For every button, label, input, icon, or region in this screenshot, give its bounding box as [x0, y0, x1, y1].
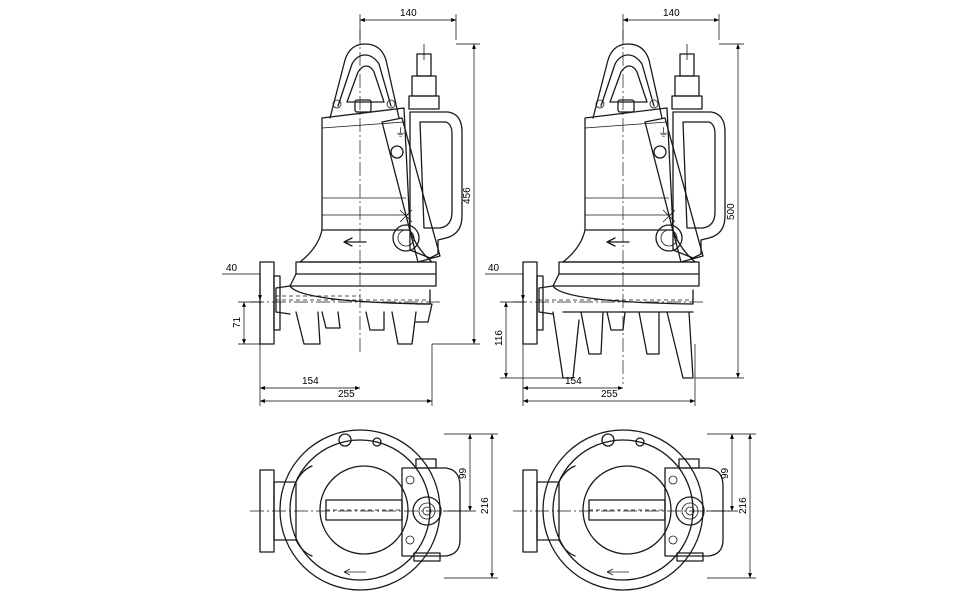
- dim-left-top-half: 99: [458, 467, 469, 479]
- dim-right-overall-width: 255: [601, 389, 618, 400]
- left-outlet-flange: [259, 261, 275, 345]
- dim-right-top-width: 140: [663, 8, 680, 19]
- left-top-view: [249, 429, 471, 591]
- dim-left-total-height: 456: [462, 187, 473, 204]
- dim-left-top-width: 140: [400, 8, 417, 19]
- right-side-dimensions: 140 500 40 116 154 255: [485, 8, 744, 406]
- right-side-view: ⏚: [513, 30, 726, 384]
- dim-left-outlet-center: 154: [302, 376, 319, 387]
- right-top-dimensions: 99 216: [707, 433, 756, 579]
- dim-right-total-height: 500: [726, 203, 737, 220]
- dim-left-flange: 40: [226, 263, 238, 274]
- left-top-dimensions: 99 216: [444, 433, 498, 579]
- right-top-view: [512, 429, 734, 591]
- arrow-left-icon: [343, 237, 367, 247]
- ground-icon: ⏚: [395, 126, 406, 139]
- fan-icon: [399, 209, 413, 223]
- dim-left-top-total: 216: [480, 497, 491, 514]
- dim-left-overall-width: 255: [338, 389, 355, 400]
- svg-text:⏚: ⏚: [658, 126, 669, 139]
- dim-right-top-half: 99: [720, 467, 731, 479]
- dim-right-outlet-center: 154: [565, 376, 582, 387]
- dim-right-flange: 40: [488, 263, 500, 274]
- dim-right-outlet-height: 116: [494, 330, 505, 346]
- left-side-view: ⏚: [250, 30, 463, 352]
- dim-left-outlet-height: 71: [232, 316, 243, 328]
- left-side-dimensions: 140 456 40 71 154 255: [222, 8, 480, 406]
- dim-right-top-total: 216: [738, 497, 749, 514]
